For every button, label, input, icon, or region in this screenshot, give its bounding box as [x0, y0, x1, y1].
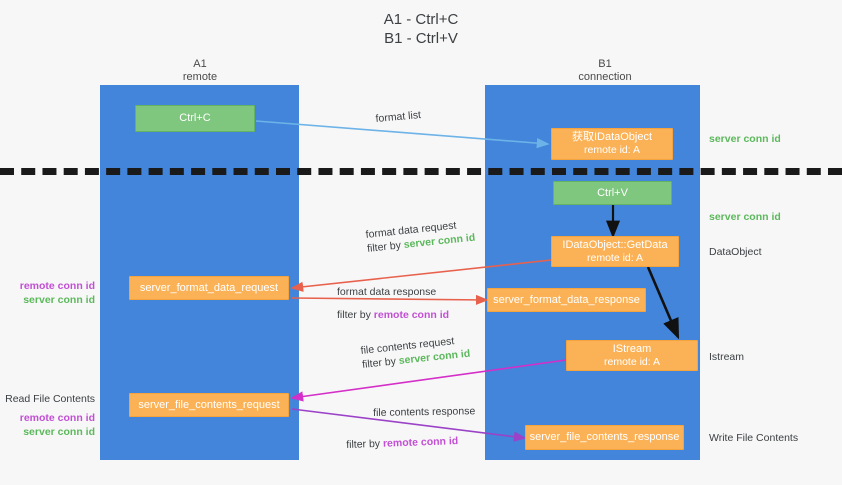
annotation-left-remote-conn-id-1: remote conn id — [19, 280, 95, 292]
annotation-right-istream: Istream — [709, 351, 745, 363]
annotation-right-server-conn-id-mid: server conn id — [709, 211, 781, 223]
node-istream-remote-id: remote id: A — [603, 355, 661, 368]
edge-label-file-contents-response-filter: filter by remote conn id — [346, 434, 458, 452]
edge-label-file-contents-response-text: file contents response — [373, 405, 476, 419]
edge-label-format-data-request: format data request filter by server con… — [365, 217, 476, 256]
edge-label-format-data-response-text: format data response — [337, 286, 437, 298]
annotation-left-conn-ids-2: remote conn id server conn id — [0, 411, 95, 439]
node-server-format-data-response-label: server_format_data_response — [493, 293, 640, 306]
annotation-left-server-conn-id-2: server conn id — [23, 426, 95, 438]
annotation-right-server-conn-id-top: server conn id — [709, 133, 781, 145]
node-idataobject-getdata-label: IDataObject::GetData — [562, 238, 668, 251]
filter-prefix: filter by — [337, 309, 374, 321]
node-idataobject-getdata[interactable]: IDataObject::GetData remote id: A — [551, 236, 679, 267]
node-idataobject-getdata-remote-id: remote id: A — [586, 251, 644, 264]
edge-label-format-list: format list — [375, 108, 422, 126]
edge-label-file-contents-request: file contents request filter by server c… — [360, 333, 471, 372]
title-line-2: B1 - Ctrl+V — [384, 30, 458, 47]
lane-header-b1-name: B1 — [598, 58, 612, 70]
node-server-format-data-response[interactable]: server_format_data_response — [487, 288, 646, 312]
node-ctrl-v[interactable]: Ctrl+V — [553, 181, 672, 205]
edge-label-file-contents-response: file contents response — [373, 404, 475, 420]
phase-divider — [0, 168, 842, 175]
node-ctrl-v-label: Ctrl+V — [597, 186, 628, 199]
node-get-idataobject[interactable]: 获取IDataObject remote id: A — [551, 128, 673, 160]
filter-prefix: filter by — [346, 437, 384, 451]
node-server-format-data-request-label: server_format_data_request — [139, 281, 279, 294]
annotation-left-conn-ids-1: remote conn id server conn id — [0, 279, 95, 307]
title-line-1: A1 - Ctrl+C — [383, 11, 459, 28]
lane-header-b1: B1 connection — [535, 58, 675, 84]
lane-header-a1-name: A1 — [193, 58, 207, 70]
lane-header-b1-sub: connection — [578, 71, 632, 83]
node-server-format-data-request[interactable]: server_format_data_request — [129, 276, 289, 300]
node-get-idataobject-label: 获取IDataObject — [571, 131, 653, 143]
node-get-idataobject-remote-id: remote id: A — [583, 144, 641, 156]
edge-label-format-data-response-filter: filter by remote conn id — [337, 308, 449, 322]
node-ctrl-c[interactable]: Ctrl+C — [135, 105, 255, 132]
annotation-left-server-conn-id-1: server conn id — [23, 294, 95, 306]
edge-label-format-data-response: format data response filter by remote co… — [337, 285, 449, 322]
node-server-file-contents-response[interactable]: server_file_contents_response — [525, 425, 684, 450]
annotation-left-remote-conn-id-2: remote conn id — [19, 412, 95, 424]
edge-label-format-list-text: format list — [375, 109, 422, 125]
lane-header-a1: A1 remote — [140, 58, 260, 84]
filter-value-remote-conn-id: remote conn id — [373, 309, 450, 321]
node-server-file-contents-request-label: server_file_contents_request — [138, 398, 280, 411]
annotation-right-write-file-contents: Write File Contents — [709, 432, 799, 444]
diagram-title: A1 - Ctrl+C B1 - Ctrl+V — [0, 10, 842, 48]
node-istream-label: IStream — [612, 342, 652, 355]
filter-prefix: filter by — [361, 355, 400, 371]
lane-header-a1-sub: remote — [182, 71, 218, 83]
node-ctrl-c-label: Ctrl+C — [179, 112, 211, 124]
annotation-left-read-file-contents: Read File Contents — [5, 393, 95, 405]
node-server-file-contents-response-label: server_file_contents_response — [529, 431, 680, 443]
node-istream[interactable]: IStream remote id: A — [566, 340, 698, 371]
node-server-file-contents-request[interactable]: server_file_contents_request — [129, 393, 289, 417]
annotation-right-dataobject: DataObject — [709, 246, 762, 258]
filter-prefix: filter by — [366, 239, 405, 255]
filter-value-remote-conn-id: remote conn id — [382, 435, 459, 450]
